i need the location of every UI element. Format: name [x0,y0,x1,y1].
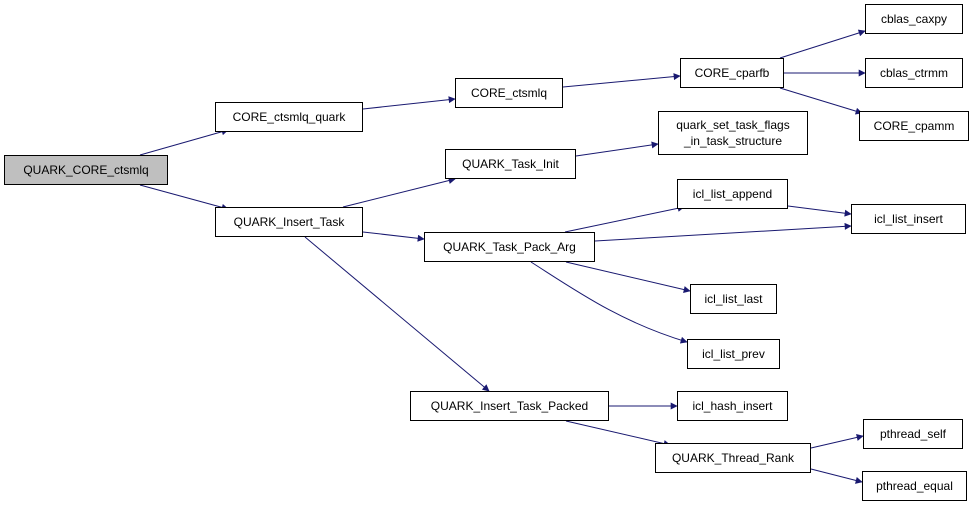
node-label: cblas_ctrmm [879,66,948,80]
node-icl-list-insert[interactable]: icl_list_insert [851,204,966,234]
node-label: pthread_self [879,427,947,441]
edge-quark-thread-rank-to-pthread-self [810,434,864,449]
node-label: pthread_equal [876,479,953,493]
edge-quark-insert-task-to-quark-task-init [342,177,456,208]
edge-core-cparfb-to-core-cpamm [779,87,863,115]
node-label: QUARK_Task_Pack_Arg [443,240,576,254]
edge-core-ctsmlq-quark-to-core-ctsmlq [362,96,456,110]
node-label: icl_list_last [704,292,763,306]
node-label: QUARK_Insert_Task_Packed [430,399,589,413]
node-quark-core-ctsmlq: QUARK_CORE_ctsmlq [4,155,168,185]
edge-icl-list-append-to-icl-list-insert [787,205,852,217]
node-icl-list-last[interactable]: icl_list_last [690,284,777,314]
node-quark-insert-task-packed[interactable]: QUARK_Insert_Task_Packed [410,391,609,421]
node-pthread-equal[interactable]: pthread_equal [862,471,967,501]
edge-quark-insert-task-packed-to-quark-thread-rank [565,420,671,447]
node-core-cparfb[interactable]: CORE_cparfb [680,58,784,88]
node-core-ctsmlq-quark[interactable]: CORE_ctsmlq_quark [215,102,363,132]
node-label: QUARK_Thread_Rank [671,451,795,465]
edge-core-ctsmlq-to-core-cparfb [562,73,681,88]
edge-quark-insert-task-to-quark-task-pack-arg [362,231,425,242]
edge-quark-task-pack-arg-to-icl-list-prev [530,261,688,344]
node-quark-task-init[interactable]: QUARK_Task_Init [445,149,576,179]
edge-core-cparfb-to-cblas-caxpy [779,29,866,59]
edge-quark-task-pack-arg-to-icl-list-insert [594,222,852,242]
node-cblas-ctrmm[interactable]: cblas_ctrmm [865,58,963,88]
node-label: icl_hash_insert [692,399,773,413]
node-label: QUARK_Insert_Task [233,215,345,229]
node-label: QUARK_CORE_ctsmlq [23,163,149,177]
node-pthread-self[interactable]: pthread_self [863,419,963,449]
node-label: icl_list_prev [702,347,765,361]
node-label: CORE_cpamm [873,119,955,133]
node-icl-list-append[interactable]: icl_list_append [677,179,788,209]
node-label: QUARK_Task_Init [462,157,559,171]
node-core-cpamm[interactable]: CORE_cpamm [859,111,969,141]
edge-quark-task-pack-arg-to-icl-list-last [565,261,691,293]
node-label: cblas_caxpy [880,12,948,26]
node-icl-hash-insert[interactable]: icl_hash_insert [677,391,788,421]
node-label: CORE_ctsmlq [470,86,547,100]
edge-quark-task-init-to-quark-set-task-flags [575,141,659,157]
edge-root-to-quark-insert-task [139,184,229,211]
edge-root-to-core-ctsmlq-quark [139,128,229,156]
node-quark-thread-rank[interactable]: QUARK_Thread_Rank [655,443,811,473]
node-quark-task-pack-arg[interactable]: QUARK_Task_Pack_Arg [424,232,595,262]
node-label: CORE_ctsmlq_quark [232,110,346,124]
node-label: CORE_cparfb [694,66,770,80]
node-cblas-caxpy[interactable]: cblas_caxpy [865,4,963,34]
node-icl-list-prev[interactable]: icl_list_prev [687,339,780,369]
edge-quark-task-pack-arg-to-icl-list-append [564,204,685,233]
node-label: quark_set_task_flags _in_task_structure [676,118,790,148]
edge-quark-insert-task-to-quark-insert-task-packed [304,236,490,392]
node-core-ctsmlq[interactable]: CORE_ctsmlq [455,78,563,108]
node-label: icl_list_insert [874,212,943,226]
node-quark-insert-task[interactable]: QUARK_Insert_Task [215,207,363,237]
node-label: icl_list_append [692,187,773,201]
node-quark-set-task-flags[interactable]: quark_set_task_flags _in_task_structure [658,111,808,155]
edge-quark-thread-rank-to-pthread-equal [810,468,863,484]
